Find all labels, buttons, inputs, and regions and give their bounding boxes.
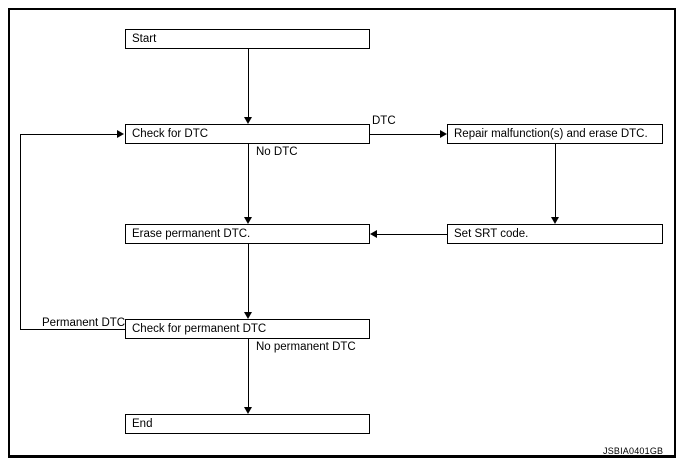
- node-repair-malfunctions: Repair malfunction(s) and erase DTC.: [447, 124, 663, 144]
- connector-feedback-top: [20, 134, 118, 135]
- connector-check-permanent-to-end: [248, 339, 249, 407]
- arrowhead-start-to-check-dtc: [244, 117, 252, 124]
- edge-label-permanent-dtc: Permanent DTC: [42, 317, 126, 329]
- arrowhead-repair-to-set-srt: [551, 217, 559, 224]
- connector-feedback-left: [20, 134, 21, 330]
- figure-border: [8, 8, 676, 458]
- edge-label-no-permanent-dtc: No permanent DTC: [256, 341, 356, 353]
- connector-check-dtc-to-repair: [370, 134, 441, 135]
- connector-set-srt-to-erase-permanent: [377, 234, 447, 235]
- connector-check-dtc-to-erase-permanent: [248, 144, 249, 217]
- edge-label-no-dtc: No DTC: [256, 146, 298, 158]
- arrowhead-check-dtc-to-repair: [440, 130, 447, 138]
- node-check-for-dtc: Check for DTC: [125, 124, 370, 144]
- arrowhead-set-srt-to-erase-permanent: [370, 230, 377, 238]
- arrowhead-check-dtc-to-erase-permanent: [244, 217, 252, 224]
- connector-start-to-check-dtc: [248, 49, 249, 117]
- arrowhead-erase-permanent-to-check-permanent: [244, 312, 252, 319]
- node-start: Start: [125, 29, 370, 49]
- connector-feedback-bottom: [20, 329, 126, 330]
- arrowhead-feedback-to-check-dtc: [117, 130, 124, 138]
- node-erase-permanent-dtc: Erase permanent DTC.: [125, 224, 370, 244]
- figure-code: JSBIA0401GB: [603, 446, 664, 456]
- node-set-srt-code: Set SRT code.: [447, 224, 663, 244]
- edge-label-dtc: DTC: [372, 115, 396, 127]
- arrowhead-check-permanent-to-end: [244, 407, 252, 414]
- node-end: End: [125, 414, 370, 434]
- connector-erase-permanent-to-check-permanent: [248, 244, 249, 312]
- node-check-for-permanent-dtc: Check for permanent DTC: [125, 319, 370, 339]
- connector-repair-to-set-srt: [555, 144, 556, 217]
